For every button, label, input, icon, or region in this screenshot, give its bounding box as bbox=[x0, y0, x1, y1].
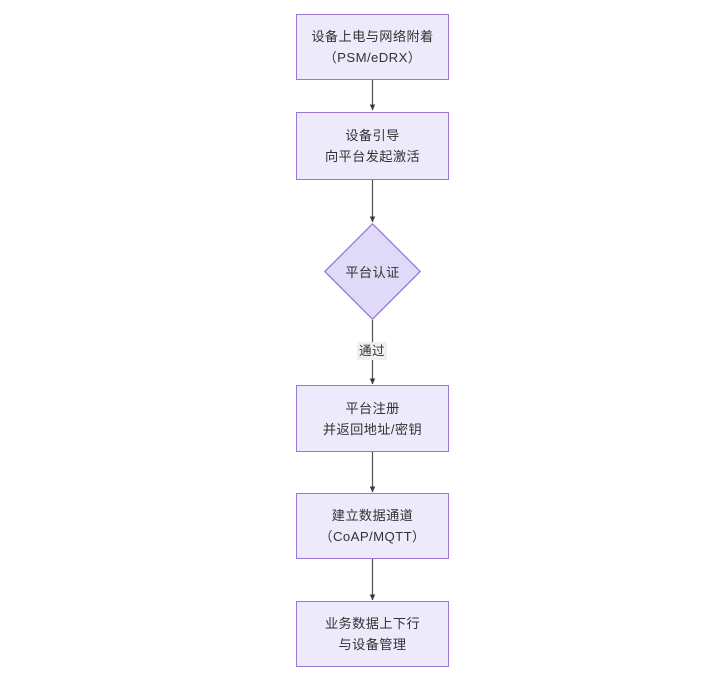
node-label-line: （CoAP/MQTT） bbox=[319, 529, 426, 544]
node-label-line: 建立数据通道 bbox=[331, 508, 414, 523]
node-label-line: 设备引导 bbox=[345, 128, 400, 143]
node-label-line: 平台认证 bbox=[345, 265, 400, 280]
node-device-bootstrap[interactable]: 设备引导 向平台发起激活 bbox=[296, 112, 449, 180]
node-label-line: 平台注册 bbox=[345, 400, 400, 416]
node-establish-data-channel[interactable]: 建立数据通道 （CoAP/MQTT） bbox=[296, 493, 449, 559]
node-platform-authentication[interactable]: 平台认证 bbox=[324, 223, 421, 320]
node-device-power-on[interactable]: 设备上电与网络附着 （PSM/eDRX） bbox=[296, 14, 449, 80]
edge-label-pass: 通过 bbox=[357, 342, 387, 360]
node-label-line: 业务数据上下行 bbox=[324, 616, 421, 631]
node-business-data-and-device-management[interactable]: 业务数据上下行 与设备管理 bbox=[296, 601, 449, 667]
diamond-shape bbox=[324, 223, 421, 320]
node-label-line: 设备上电与网络附着 bbox=[311, 29, 434, 44]
node-label-line: 并返回地址/密钥 bbox=[322, 421, 423, 437]
node-label-line: 与设备管理 bbox=[338, 637, 407, 652]
node-label-line: 向平台发起激活 bbox=[324, 149, 421, 164]
node-platform-registration[interactable]: 平台注册 并返回地址/密钥 bbox=[296, 385, 449, 452]
node-label-line: （PSM/eDRX） bbox=[323, 50, 422, 65]
